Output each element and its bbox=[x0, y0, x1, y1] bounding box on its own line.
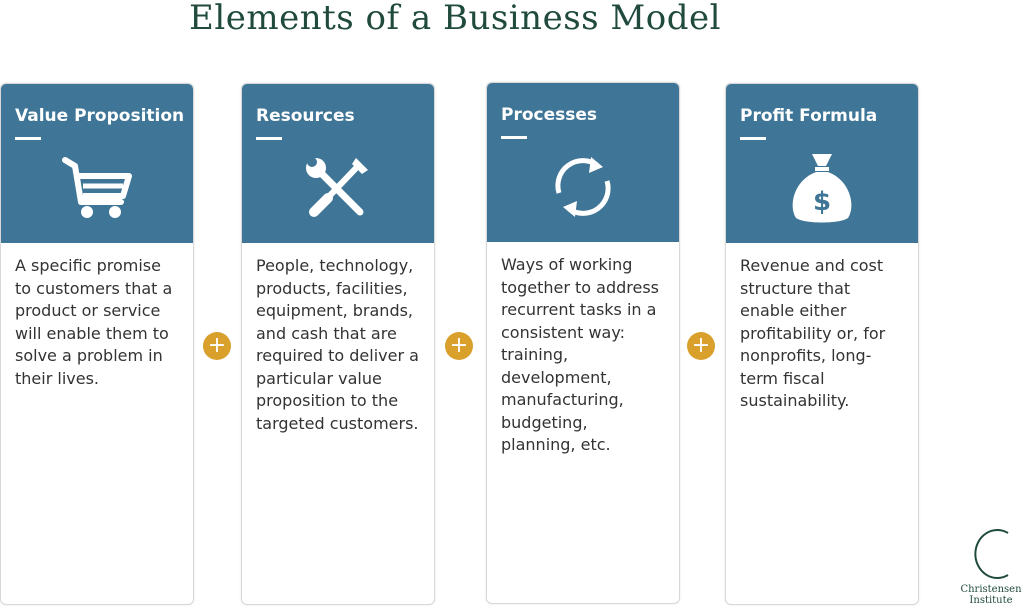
shopping-cart-icon bbox=[62, 157, 132, 218]
page-title: Elements of a Business Model bbox=[189, 0, 721, 38]
card-description: People, technology, products, facilities… bbox=[256, 256, 419, 433]
card-processes: Processes Ways of working together to ad… bbox=[486, 82, 680, 604]
card-title: Value Proposition bbox=[15, 106, 185, 126]
card-resources: Resources People, technology, products, … bbox=[241, 83, 435, 605]
logo-line2: Institute bbox=[969, 595, 1013, 606]
plus-icon: + bbox=[445, 332, 473, 360]
title-underline bbox=[740, 137, 766, 140]
logo-crescent-icon bbox=[974, 529, 1009, 579]
title-underline bbox=[501, 136, 527, 139]
card-value-proposition: Value Proposition A specific promise to … bbox=[0, 83, 194, 605]
title-underline bbox=[256, 137, 282, 140]
title-underline bbox=[15, 137, 41, 140]
svg-text:$: $ bbox=[813, 187, 831, 217]
card-title: Resources bbox=[256, 106, 355, 126]
plus-icon: + bbox=[687, 332, 715, 360]
card-description: A specific promise to customers that a p… bbox=[15, 256, 173, 388]
card-title: Profit Formula bbox=[740, 106, 878, 126]
christensen-institute-logo: Christensen Institute bbox=[958, 527, 1024, 606]
card-description: Revenue and cost structure that enable e… bbox=[740, 256, 886, 410]
logo-line1: Christensen bbox=[960, 584, 1022, 595]
card-description: Ways of working together to address recu… bbox=[501, 255, 659, 454]
refresh-cycle-icon bbox=[555, 157, 611, 217]
money-bag-icon: $ bbox=[792, 154, 852, 223]
card-title: Processes bbox=[501, 105, 598, 125]
card-profit-formula: Profit Formula $ Revenue and cost struct… bbox=[725, 83, 919, 605]
plus-icon: + bbox=[203, 332, 231, 360]
wrench-screwdriver-icon bbox=[306, 157, 368, 217]
